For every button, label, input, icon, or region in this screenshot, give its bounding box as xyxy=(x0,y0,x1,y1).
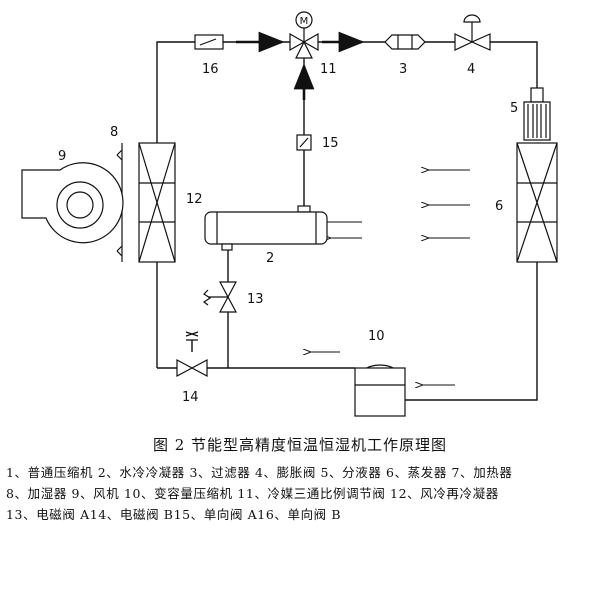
evaporator-6 xyxy=(516,142,558,263)
check-valve-a-15 xyxy=(296,134,312,151)
label-8: 8 xyxy=(110,125,118,140)
expansion-valve-4 xyxy=(454,14,491,51)
label-6: 6 xyxy=(495,199,503,214)
figure-caption: 图 2 节能型高精度恒温恒湿机工作原理图 xyxy=(152,436,448,454)
refrigeration-schematic: M xyxy=(21,11,558,417)
air-flow-arrows xyxy=(310,170,470,385)
label-13: 13 xyxy=(247,292,264,307)
label-2: 2 xyxy=(266,251,274,266)
fan-9 xyxy=(21,162,124,244)
filter-3 xyxy=(384,34,426,50)
re-condenser-12 xyxy=(138,142,176,263)
three-way-valve-11 xyxy=(289,11,319,59)
label-5: 5 xyxy=(510,101,518,116)
label-10: 10 xyxy=(368,329,385,344)
check-valve-b-16 xyxy=(194,34,224,50)
legend-line-1: 1、普通压缩机 2、水冷冷凝器 3、过滤器 4、膨胀阀 5、分液器 6、蒸发器 … xyxy=(6,465,513,480)
solenoid-valve-b-14 xyxy=(176,331,208,377)
label-12: 12 xyxy=(186,192,203,207)
motor-symbol: M xyxy=(300,16,309,27)
component-legend: 1、普通压缩机 2、水冷冷凝器 3、过滤器 4、膨胀阀 5、分液器 6、蒸发器 … xyxy=(0,462,600,525)
distributor-5 xyxy=(523,87,551,141)
label-3: 3 xyxy=(399,62,407,77)
label-16: 16 xyxy=(202,62,219,77)
legend-line-2: 8、加湿器 9、风机 10、变容量压缩机 11、冷媒三通比例调节阀 12、风冷再… xyxy=(6,486,499,501)
solenoid-valve-a-13 xyxy=(202,281,237,313)
label-11: 11 xyxy=(320,62,337,77)
label-9: 9 xyxy=(58,149,66,164)
legend-line-3: 13、电磁阀 A14、电磁阀 B15、单向阀 A16、单向阀 B xyxy=(6,507,342,522)
component-labels: 11 16 3 4 5 6 8 9 12 15 2 13 10 14 xyxy=(58,62,518,405)
water-cooled-condenser-2 xyxy=(204,205,328,251)
flow-arrows xyxy=(236,31,365,100)
variable-compressor-10 xyxy=(354,364,406,417)
label-14: 14 xyxy=(182,390,199,405)
label-15: 15 xyxy=(322,136,339,151)
label-4: 4 xyxy=(467,62,475,77)
